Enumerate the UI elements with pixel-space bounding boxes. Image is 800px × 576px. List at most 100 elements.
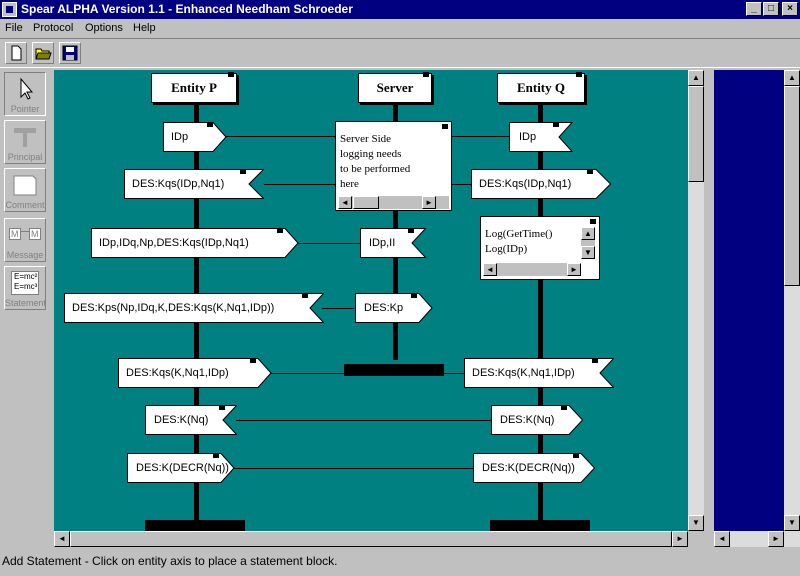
- scroll-left-icon[interactable]: ◄: [338, 196, 352, 209]
- message-q-row7[interactable]: DES:K(DECR(Nq)): [473, 453, 595, 483]
- entity-q-header[interactable]: Entity Q: [497, 72, 585, 103]
- scroll-thumb[interactable]: [353, 196, 379, 209]
- new-file-button[interactable]: [5, 42, 27, 64]
- open-folder-icon: [35, 48, 52, 60]
- entity-p-name: Entity P: [171, 80, 217, 95]
- principal-icon: [14, 128, 36, 147]
- message-label: IDp: [171, 131, 189, 143]
- scroll-up-icon[interactable]: ▲: [784, 70, 800, 86]
- message-label: DES:Kps(Np,IDq,K,DES:Kqs(K,Nq1,IDp)): [72, 302, 275, 314]
- message-p-row4[interactable]: DES:Kps(Np,IDq,K,DES:Kqs(K,Nq1,IDp)): [64, 293, 324, 323]
- palette-statement[interactable]: E=mc² E=mc³ Statement: [4, 266, 46, 310]
- server-name: Server: [376, 80, 414, 95]
- right-pane: [714, 70, 784, 531]
- scroll-left-icon[interactable]: ◄: [54, 531, 70, 547]
- entity-q-axis[interactable]: [538, 100, 543, 531]
- menu-protocol[interactable]: Protocol: [33, 22, 74, 34]
- message-q-row1[interactable]: IDp: [509, 122, 573, 152]
- close-button[interactable]: ×: [782, 2, 798, 16]
- canvas-vscroll[interactable]: ▲ ▼: [688, 70, 704, 531]
- menu-options[interactable]: Options: [85, 22, 123, 34]
- message-q-row5[interactable]: DES:Kqs(K,Nq1,IDp): [464, 358, 614, 388]
- message-icon: M M: [9, 223, 41, 247]
- palette-comment-label: Comment: [5, 200, 45, 210]
- scroll-left-icon[interactable]: ◄: [714, 531, 730, 547]
- scroll-down-icon[interactable]: ▼: [688, 515, 704, 531]
- statement-block[interactable]: [490, 520, 590, 531]
- message-icon-right: M: [29, 228, 41, 240]
- palette-principal-label: Principal: [7, 152, 43, 162]
- palette-comment[interactable]: Comment: [4, 168, 46, 212]
- maximize-button[interactable]: □: [763, 2, 779, 16]
- message-s-row4[interactable]: DES:Kp: [355, 293, 433, 323]
- scroll-right-icon[interactable]: ►: [672, 531, 688, 547]
- q-log-comment[interactable]: Log(GetTime() Log(IDp) ▲ ▼ ◄ ►: [480, 216, 600, 280]
- palette-pointer[interactable]: Pointer: [4, 72, 46, 116]
- message-p-row6[interactable]: DES:K(Nq): [145, 405, 237, 435]
- comment-hscroll[interactable]: ◄ ►: [483, 263, 581, 276]
- protocol-canvas[interactable]: Entity P Server Entity Q IDp IDp Server …: [54, 70, 688, 531]
- connector-line: [451, 184, 471, 185]
- message-s-row3[interactable]: IDp,II: [360, 228, 426, 258]
- message-label: DES:K(DECR(Nq)): [482, 462, 575, 474]
- menu-file[interactable]: File: [5, 22, 23, 34]
- scroll-right-icon[interactable]: ►: [422, 196, 436, 209]
- right-pane-vscroll[interactable]: ▲ ▼: [784, 70, 800, 531]
- comment-line: logging needs: [340, 148, 402, 160]
- palette-pointer-label: Pointer: [10, 104, 40, 114]
- connector-line: [322, 308, 354, 309]
- message-p-row2[interactable]: DES:Kqs(IDp,Nq1): [124, 169, 264, 199]
- entity-p-header[interactable]: Entity P: [151, 72, 237, 103]
- connector-line: [264, 184, 336, 185]
- hscroll-thumb[interactable]: [70, 531, 672, 547]
- q-log-comment-text: Log(GetTime() Log(IDp): [485, 227, 579, 263]
- message-label: DES:K(DECR(Nq)): [136, 462, 229, 474]
- palette-message[interactable]: M M Message: [4, 218, 46, 262]
- save-file-button[interactable]: [59, 42, 81, 64]
- message-icon-left: M: [9, 228, 21, 240]
- comment-hscroll[interactable]: ◄ ►: [338, 196, 449, 209]
- statement-block[interactable]: [344, 364, 444, 376]
- statement-icon: E=mc² E=mc³: [11, 271, 39, 295]
- statement-icon-line1: E=mc²: [14, 272, 38, 281]
- vscroll-thumb[interactable]: [784, 86, 800, 286]
- vscroll-thumb[interactable]: [688, 86, 704, 182]
- status-text: Add Statement - Click on entity axis to …: [2, 554, 338, 568]
- server-header[interactable]: Server: [358, 72, 432, 103]
- message-p-row1[interactable]: IDp: [163, 122, 227, 152]
- connector-line: [226, 136, 336, 137]
- entity-q-name: Entity Q: [516, 80, 566, 95]
- scroll-down-icon[interactable]: ▼: [784, 515, 800, 531]
- message-q-row6[interactable]: DES:K(Nq): [491, 405, 583, 435]
- server-comment[interactable]: Server Side logging needs to be performe…: [335, 121, 452, 211]
- comment-line: here: [340, 178, 359, 190]
- pointer-icon: [20, 77, 34, 100]
- menu-help[interactable]: Help: [133, 22, 156, 34]
- message-label: DES:K(Nq): [154, 414, 209, 426]
- message-p-row5[interactable]: DES:Kqs(K,Nq1,IDp): [118, 358, 272, 388]
- comment-icon: [13, 175, 37, 196]
- palette-principal[interactable]: Principal: [4, 120, 46, 164]
- palette-message-label: Message: [6, 250, 44, 260]
- save-disk-icon: [62, 45, 78, 61]
- scroll-up-icon[interactable]: ▲: [688, 70, 704, 86]
- scroll-right-icon[interactable]: ►: [768, 531, 784, 547]
- open-file-button[interactable]: [32, 42, 54, 64]
- scroll-right-icon[interactable]: ►: [567, 263, 581, 276]
- canvas-hscroll[interactable]: ◄ ►: [54, 531, 688, 547]
- comment-vscroll[interactable]: ▲ ▼: [581, 227, 595, 259]
- statement-block[interactable]: [145, 520, 245, 531]
- message-label: DES:Kqs(IDp,Nq1): [479, 178, 572, 190]
- message-p-row7[interactable]: DES:K(DECR(Nq)): [127, 453, 235, 483]
- message-p-row3[interactable]: IDp,IDq,Np,DES:Kqs(IDp,Nq1): [91, 228, 299, 258]
- app-icon[interactable]: [2, 2, 17, 17]
- status-bar: Add Statement - Click on entity axis to …: [0, 551, 800, 576]
- toolbar: [0, 38, 800, 68]
- window-title: Spear ALPHA Version 1.1 - Enhanced Needh…: [21, 2, 353, 16]
- scroll-left-icon[interactable]: ◄: [483, 263, 497, 276]
- minimize-button[interactable]: _: [746, 2, 762, 16]
- scroll-down-icon[interactable]: ▼: [581, 246, 595, 259]
- right-pane-hscroll[interactable]: ◄ ►: [714, 531, 800, 547]
- message-q-row2[interactable]: DES:Kqs(IDp,Nq1): [471, 169, 611, 199]
- scroll-up-icon[interactable]: ▲: [581, 227, 595, 240]
